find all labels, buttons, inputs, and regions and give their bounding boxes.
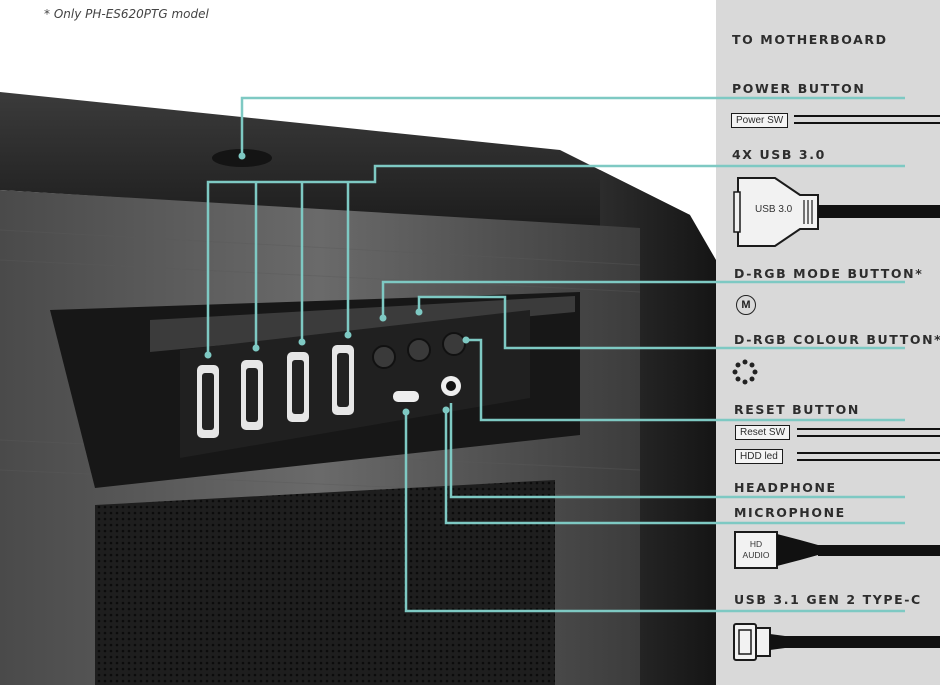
power-sw-tag: Power SW [731,113,789,128]
label-power-button: POWER BUTTON [732,81,866,96]
hd-audio-label-line1: HD [749,539,763,549]
hd-audio-label: HD AUDIO [739,539,773,561]
case-top [0,92,690,230]
callout-reset [466,338,905,422]
drgb-mode-icon: M [736,295,756,315]
callout-headphone [449,403,905,499]
panel-title: TO MOTHERBOARD [732,32,888,47]
reset-sw-tag: Reset SW [735,425,791,440]
label-reset: RESET BUTTON [734,402,860,417]
callout-drgb-mode [381,280,905,318]
label-usb30: 4X USB 3.0 [732,147,826,162]
callout-usb31c [404,412,905,613]
usb30-plug-label: USB 3.0 [755,204,793,215]
case-illustration [0,92,716,685]
drgb-mode-round [372,345,396,369]
drgb-colour-round [407,338,431,362]
footnote: * Only PH-ES620PTG model [44,7,209,21]
hd-audio-label-line2: AUDIO [742,550,770,560]
label-drgb-mode: D-RGB MODE BUTTON* [734,266,924,281]
callout-usb30 [206,164,905,355]
callout-power [240,96,905,156]
label-microphone: MICROPHONE [734,505,846,520]
callout-drgb-colour [417,295,905,350]
hdd-led-tag: HDD led [735,449,783,464]
front-mesh [95,480,555,685]
type-c-port [393,391,419,402]
reset-round [442,332,466,356]
label-drgb-colour: D-RGB COLOUR BUTTON* [734,332,940,347]
callout-microphone [444,410,905,525]
label-usb31c: USB 3.1 GEN 2 TYPE-C [734,592,922,607]
label-headphone: HEADPHONE [734,480,837,495]
